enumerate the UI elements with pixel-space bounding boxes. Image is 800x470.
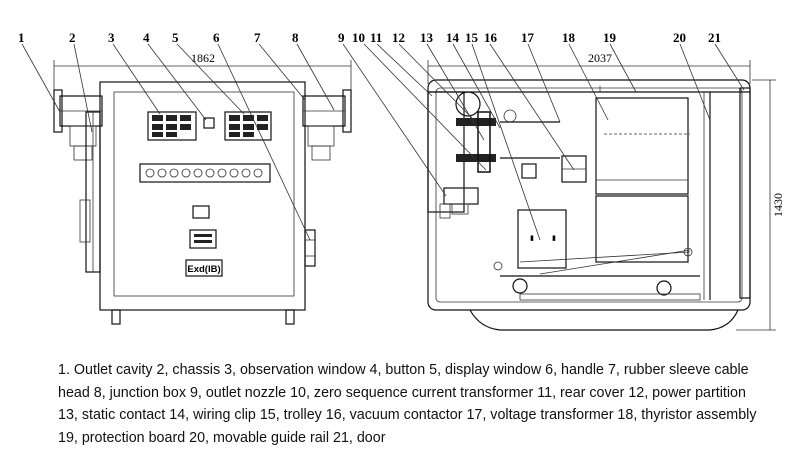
observation-window-left (147, 111, 197, 141)
static-contact-disc (455, 91, 481, 117)
callout-13: 13 (420, 30, 434, 45)
equipment-drawing: Exd(IB) 1862 (18, 30, 785, 331)
side-view: ▮ ▮ 2037 (427, 51, 785, 331)
callout-16: 16 (484, 30, 498, 45)
foot-right (285, 309, 295, 325)
button-small (203, 117, 215, 129)
callout-3: 3 (108, 30, 115, 45)
callout-18: 18 (562, 30, 576, 45)
callout-5: 5 (172, 30, 179, 45)
callout-2: 2 (69, 30, 76, 45)
callout-17: 17 (521, 30, 535, 45)
exd-marking-text: Exd(IB) (187, 264, 220, 275)
voltage-transformer (561, 155, 587, 183)
callout-4: 4 (143, 30, 150, 45)
display-window-right (224, 111, 272, 141)
nameplate (189, 229, 217, 249)
front-panel (113, 91, 295, 297)
dimension-1430-label: 1430 (771, 193, 785, 217)
dimension-height: 1430 (736, 79, 785, 331)
callout-14: 14 (446, 30, 460, 45)
outlet-nozzle (439, 187, 479, 219)
wiring-clip-group (456, 111, 560, 173)
chassis-side-left (79, 111, 101, 273)
handle-right (304, 229, 316, 267)
protection-board (595, 195, 689, 263)
callout-numbers: 1 2 3 4 5 6 7 8 9 10 11 12 13 14 15 16 1… (18, 30, 721, 45)
front-view: Exd(IB) 1862 (53, 51, 352, 325)
callout-15: 15 (465, 30, 479, 45)
dimension-2037-label: 2037 (588, 51, 612, 65)
exd-marking-plate: Exd(IB) (185, 259, 223, 277)
callout-7: 7 (254, 30, 261, 45)
legend-caption: 1. Outlet cavity 2, chassis 3, observati… (58, 362, 757, 446)
callout-21: 21 (708, 30, 721, 45)
vacuum-contactor (517, 209, 567, 269)
static-contact-ring (503, 109, 517, 123)
small-block (521, 163, 537, 179)
callout-20: 20 (673, 30, 686, 45)
rear-cover (427, 91, 465, 213)
callout-6: 6 (213, 30, 220, 45)
callout-12: 12 (392, 30, 405, 45)
callout-19: 19 (603, 30, 617, 45)
svg-text:▮: ▮ (530, 235, 534, 242)
thyristor-assembly (595, 97, 689, 195)
indicator-box (192, 205, 210, 219)
junction-box-right (302, 89, 352, 161)
callout-9: 9 (338, 30, 345, 45)
outlet-cavity-left (53, 89, 103, 161)
side-base (469, 309, 739, 331)
svg-text:▮: ▮ (552, 235, 556, 242)
dimension-side-width: 2037 (427, 51, 751, 84)
trolley-wheel-left (512, 278, 528, 294)
button-row (139, 163, 271, 183)
foot-left (111, 309, 121, 325)
dimension-front-width: 1862 (53, 51, 352, 90)
callout-8: 8 (292, 30, 299, 45)
leader-lines (21, 43, 745, 241)
trolley-wheel-right (656, 280, 672, 296)
callout-1: 1 (18, 30, 25, 45)
dimension-1862-label: 1862 (191, 51, 215, 65)
callout-10: 10 (352, 30, 365, 45)
callout-11: 11 (370, 30, 382, 45)
door (739, 87, 751, 299)
